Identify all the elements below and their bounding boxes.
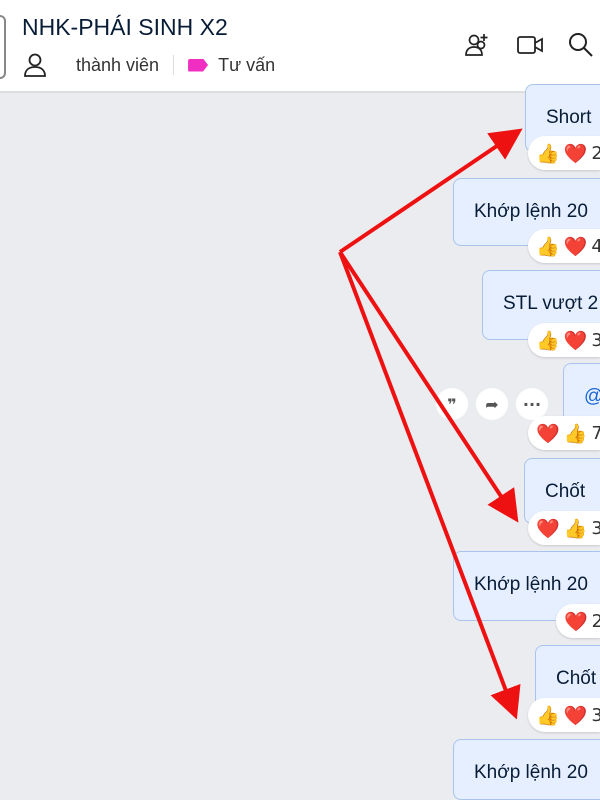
message-text: Chốt: [545, 481, 586, 502]
divider: [173, 55, 175, 75]
message-text: STL vượt 2: [503, 293, 599, 314]
message-text: Khớp lệnh 20: [474, 574, 588, 595]
reaction-pill[interactable]: 👍❤️2: [528, 136, 600, 170]
tag-label[interactable]: Tư vấn: [218, 54, 276, 75]
member-icon[interactable]: [22, 52, 48, 78]
heart-icon: ❤️: [563, 142, 588, 165]
tag-icon: [188, 58, 209, 72]
reaction-count: 2: [591, 610, 600, 632]
forward-button[interactable]: ➦: [476, 388, 508, 420]
message-text: Short: [546, 107, 592, 128]
heart-icon: ❤️: [563, 704, 588, 727]
chat-header: NHK-PHÁI SINH X2 thành viên Tư vấn: [0, 0, 600, 93]
heart-icon: ❤️: [563, 329, 588, 352]
reaction-count: 2: [591, 142, 600, 164]
like-icon: 👍: [536, 329, 560, 352]
reaction-count: 3: [591, 704, 600, 726]
like-icon: 👍: [536, 142, 560, 165]
mention-text[interactable]: @: [584, 386, 600, 407]
group-title: NHK-PHÁI SINH X2: [22, 14, 228, 40]
reaction-pill[interactable]: 👍❤️3: [528, 323, 600, 357]
members-label[interactable]: thành viên: [76, 54, 160, 75]
message-bubble[interactable]: Khớp lệnh 20: [453, 739, 600, 800]
message-text: Chốt: [556, 668, 597, 689]
reaction-count: 3: [591, 329, 600, 351]
heart-icon: ❤️: [536, 422, 560, 445]
reaction-count: 4: [591, 235, 600, 257]
add-member-icon[interactable]: [463, 30, 493, 60]
message-bubble[interactable]: @: [563, 363, 600, 423]
like-icon: 👍: [536, 235, 560, 258]
search-icon[interactable]: [566, 30, 596, 60]
reaction-count: 7: [591, 422, 600, 444]
group-avatar[interactable]: [0, 15, 6, 79]
message-text: Khớp lệnh 20: [474, 762, 588, 783]
quote-button[interactable]: ❞: [436, 388, 468, 420]
heart-icon: ❤️: [536, 517, 560, 540]
reaction-pill[interactable]: 👍❤️4: [528, 229, 600, 263]
like-icon: 👍: [563, 422, 588, 445]
heart-icon: ❤️: [563, 235, 588, 258]
like-icon: 👍: [536, 704, 560, 727]
video-call-icon[interactable]: [515, 30, 545, 60]
group-subinfo: thành viên Tư vấn: [22, 52, 275, 78]
reaction-pill[interactable]: 👍❤️3: [528, 698, 600, 732]
message-text: Khớp lệnh 20: [474, 201, 588, 222]
like-icon: 👍: [563, 517, 588, 540]
more-button[interactable]: ···: [516, 388, 548, 420]
reaction-pill[interactable]: ❤️👍7: [528, 416, 600, 450]
heart-icon: ❤️: [564, 610, 588, 633]
reaction-pill[interactable]: ❤️2: [556, 604, 600, 638]
reaction-count: 3: [591, 517, 600, 539]
reaction-pill[interactable]: ❤️👍3: [528, 511, 600, 545]
